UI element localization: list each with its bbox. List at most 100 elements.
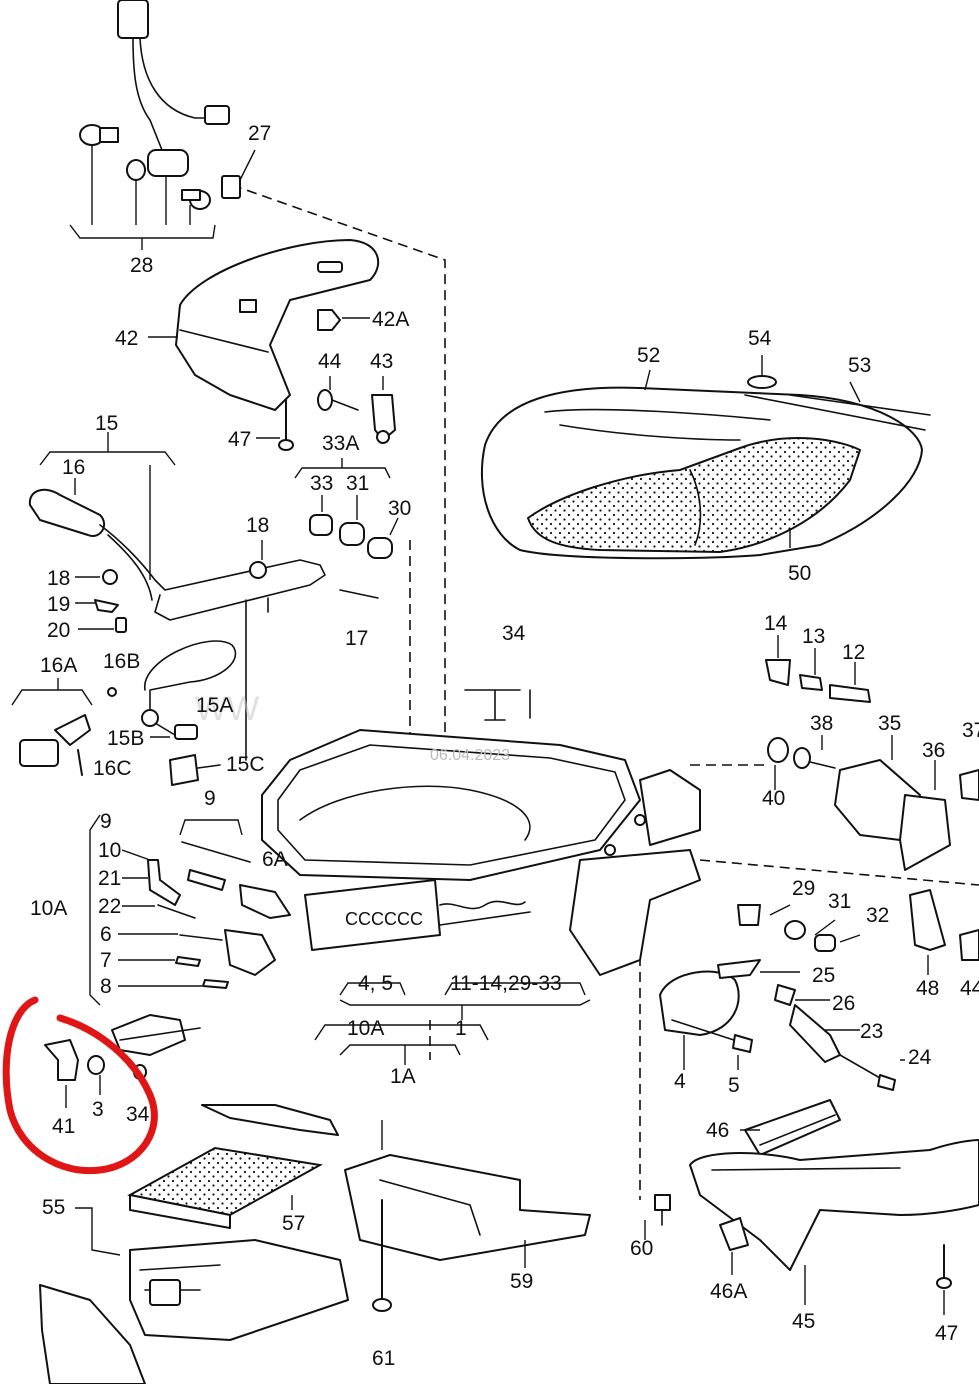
label-13: 13 — [802, 625, 825, 648]
pivot-14-13-12 — [765, 635, 871, 703]
label-54: 54 — [748, 327, 772, 350]
spring-coil-marks: CCCCCC — [345, 909, 423, 929]
label-6A: 6A — [262, 848, 288, 871]
label-33: 33 — [310, 472, 333, 495]
front-trim-45 — [644, 1099, 979, 1315]
label-47-upper: 47 — [228, 428, 251, 451]
label-57: 57 — [282, 1212, 305, 1235]
label-61: 61 — [372, 1347, 395, 1370]
fasteners-29-32 — [737, 889, 979, 975]
label-20: 20 — [47, 619, 70, 642]
label-15B: 15B — [107, 727, 144, 750]
label-14: 14 — [764, 612, 788, 635]
label-1: 1 — [455, 1017, 467, 1040]
label-44-right: 44 — [960, 977, 979, 1000]
label-3: 3 — [92, 1098, 104, 1121]
label-28: 28 — [130, 254, 153, 277]
label-17: 17 — [345, 627, 368, 650]
label-23: 23 — [860, 1020, 883, 1043]
label-18-left: 18 — [47, 567, 70, 590]
seat-cushion — [481, 355, 931, 560]
highlight-circle — [2, 996, 158, 1175]
side-trim-42 — [148, 239, 380, 451]
label-15C: 15C — [226, 753, 265, 776]
storage-tray-59 — [344, 1120, 591, 1312]
label-42A: 42A — [372, 308, 409, 331]
label-9-left: 9 — [100, 810, 112, 833]
release-lever-15 — [28, 432, 379, 621]
label-4-5: 4, 5 — [358, 972, 393, 995]
label-16: 16 — [62, 456, 85, 479]
buckle-assembly — [69, 0, 256, 250]
label-9-right: 9 — [204, 787, 216, 810]
watermark: WW 06.04.2023 — [195, 690, 510, 764]
label-55: 55 — [42, 1196, 65, 1219]
label-50: 50 — [788, 562, 811, 585]
seat-frame: CCCCCC — [261, 729, 701, 976]
label-10: 10 — [98, 839, 121, 862]
label-37: 37 — [962, 719, 979, 742]
callout-labels: 28 27 42 42A 44 43 47 33A 33 31 30 15 16… — [30, 122, 979, 1370]
label-19: 19 — [47, 593, 70, 616]
cable-group-16A — [11, 640, 237, 786]
label-27: 27 — [248, 122, 271, 145]
label-16C: 16C — [93, 757, 132, 780]
label-18-right: 18 — [246, 514, 269, 537]
label-26: 26 — [832, 992, 855, 1015]
lower-left-parts — [39, 1014, 349, 1384]
label-36: 36 — [922, 739, 945, 762]
label-12: 12 — [842, 641, 865, 664]
label-34-bottom: 34 — [126, 1103, 150, 1126]
watermark-date: 06.04.2023 — [430, 747, 510, 764]
label-24: 24 — [908, 1046, 932, 1069]
label-10A-left: 10A — [30, 897, 67, 920]
label-34-top: 34 — [502, 622, 526, 645]
label-11-14-29-33: 11-14,29-33 — [450, 972, 562, 995]
label-29: 29 — [792, 877, 815, 900]
recliner-mechanism — [659, 959, 905, 1091]
label-40: 40 — [762, 787, 785, 810]
screws-44-43 — [317, 376, 396, 444]
label-6: 6 — [100, 923, 112, 946]
label-31-upper: 31 — [346, 472, 369, 495]
watermark-text: WW — [195, 690, 259, 728]
label-22: 22 — [98, 895, 121, 918]
label-4: 4 — [674, 1070, 686, 1093]
label-15: 15 — [95, 412, 118, 435]
label-59: 59 — [510, 1270, 533, 1293]
label-48: 48 — [916, 977, 939, 1000]
label-44: 44 — [318, 350, 342, 373]
group-brackets — [314, 982, 591, 1065]
label-7: 7 — [100, 949, 112, 972]
label-42: 42 — [115, 327, 138, 350]
label-21: 21 — [98, 867, 121, 890]
label-52: 52 — [637, 344, 660, 367]
small-fasteners-18-20 — [75, 569, 269, 761]
label-15A: 15A — [196, 694, 233, 717]
label-43: 43 — [370, 350, 393, 373]
label-33A: 33A — [322, 432, 359, 455]
bushing-group-33A — [294, 458, 399, 559]
label-35: 35 — [878, 712, 901, 735]
label-16A: 16A — [40, 654, 77, 677]
label-31-lower: 31 — [828, 890, 851, 913]
bracket-35 — [767, 735, 979, 871]
label-46A: 46A — [710, 1280, 747, 1303]
height-adjuster-group — [89, 814, 291, 1006]
label-5: 5 — [728, 1074, 740, 1097]
label-30: 30 — [388, 497, 411, 520]
label-32: 32 — [866, 904, 889, 927]
label-46: 46 — [706, 1119, 729, 1142]
label-41: 41 — [52, 1115, 75, 1138]
latch-34 — [464, 689, 531, 721]
label-60: 60 — [630, 1237, 653, 1260]
label-53: 53 — [848, 354, 871, 377]
label-38: 38 — [810, 712, 833, 735]
label-8: 8 — [100, 975, 112, 998]
label-16B: 16B — [103, 650, 140, 673]
label-47-lower: 47 — [935, 1322, 958, 1345]
label-25: 25 — [812, 964, 835, 987]
label-1A: 1A — [390, 1065, 416, 1088]
